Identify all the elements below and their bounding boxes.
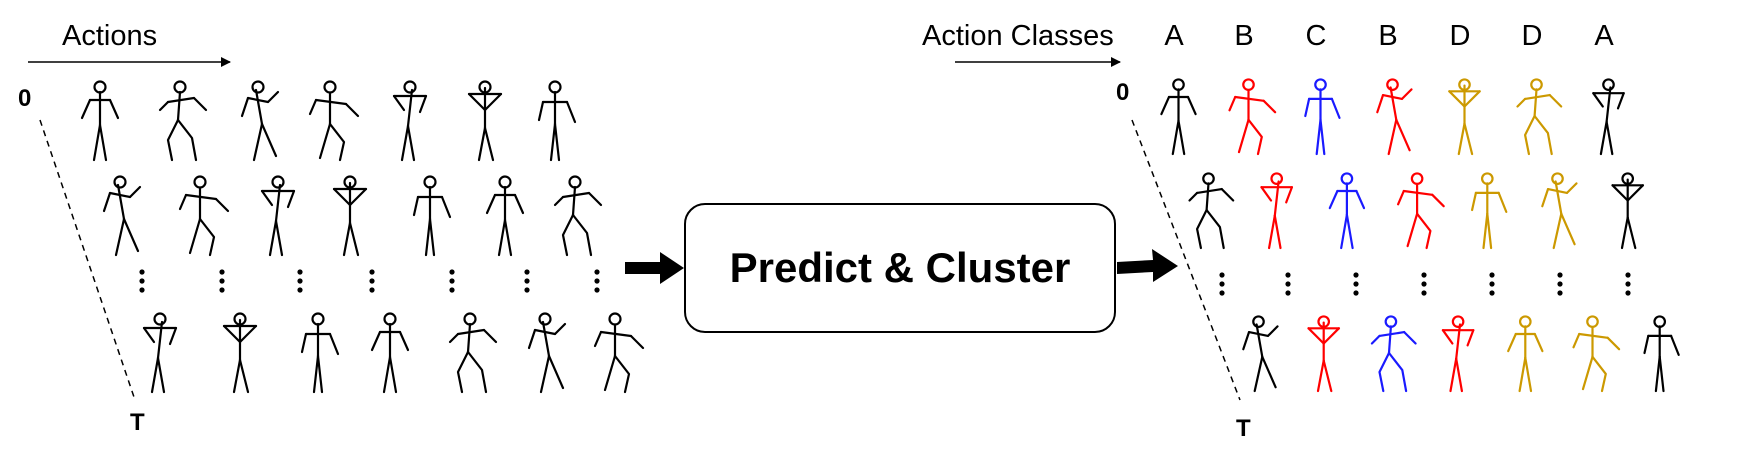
class-label: A <box>1594 20 1614 52</box>
skeleton-figure <box>240 80 280 162</box>
skeleton-figure <box>392 80 428 162</box>
skeleton-figure <box>1307 315 1340 393</box>
skeleton-figure <box>1471 172 1508 250</box>
left-panel: Actions 0 T <box>18 20 645 436</box>
ellipsis-dots <box>449 269 455 293</box>
skeleton-figure <box>1328 172 1366 250</box>
center-process: Predict & Cluster <box>625 203 1178 333</box>
action-classes-header: Action Classes <box>922 20 1114 52</box>
skeleton-figure <box>1611 172 1644 250</box>
skeleton-figure <box>222 312 258 394</box>
skeleton-figure <box>1643 315 1680 393</box>
class-label: B <box>1378 20 1397 52</box>
ellipsis-dots <box>524 269 530 293</box>
ellipsis-dots <box>1557 272 1563 296</box>
class-label: B <box>1234 20 1253 52</box>
ellipsis-dots <box>219 269 225 293</box>
skeleton-figure <box>527 312 567 394</box>
skeleton-figure <box>178 175 230 257</box>
skeleton-figure <box>1260 172 1293 250</box>
class-label: D <box>1450 20 1471 52</box>
input-arrow <box>625 252 684 284</box>
skeleton-figure <box>1160 78 1197 156</box>
predict-cluster-box <box>684 203 1116 333</box>
skeleton-figure <box>1370 315 1417 393</box>
skeleton-figure <box>1304 78 1341 156</box>
skeleton-figure <box>593 312 645 394</box>
skeleton-figure <box>1396 172 1445 250</box>
ellipsis-dots <box>1421 272 1427 296</box>
ellipsis-dots <box>1219 272 1225 296</box>
ellipsis-dots <box>1625 272 1631 296</box>
skeleton-figure <box>158 80 208 162</box>
skeleton-figure <box>1448 78 1481 156</box>
right-time-end-label: T <box>1236 415 1251 442</box>
right-time-axis <box>1131 119 1241 401</box>
skeleton-figure <box>448 312 498 394</box>
ellipsis-dots <box>1285 272 1291 296</box>
skeleton-figure <box>332 175 368 257</box>
right-panel: Action Classes A B C B D D A 0 T <box>922 20 1680 442</box>
skeleton-figure <box>537 80 577 162</box>
ellipsis-dots <box>1489 272 1495 296</box>
skeleton-figure <box>485 175 525 257</box>
class-label: C <box>1306 20 1327 52</box>
left-time-start-label: 0 <box>18 85 31 112</box>
skeleton-figure <box>300 312 340 394</box>
skeleton-figure <box>80 80 120 162</box>
skeleton-figure <box>308 80 360 162</box>
right-ellipsis-row <box>1219 272 1631 296</box>
right-time-start-label: 0 <box>1116 79 1129 106</box>
predict-cluster-label: Predict & Cluster <box>730 244 1071 291</box>
class-label: D <box>1522 20 1543 52</box>
skeleton-figure <box>370 312 410 394</box>
skeleton-figure <box>1376 78 1413 156</box>
output-arrow <box>1117 249 1178 282</box>
skeleton-figure <box>553 175 603 257</box>
skeleton-figure <box>467 80 503 162</box>
skeleton-figure <box>142 312 178 394</box>
skeleton-figure <box>1188 172 1235 250</box>
skeleton-figure <box>412 175 452 257</box>
ellipsis-dots <box>594 269 600 293</box>
class-label: A <box>1164 20 1184 52</box>
actions-header: Actions <box>62 20 157 52</box>
right-skeleton-grid <box>1160 78 1680 393</box>
skeleton-figure <box>1516 78 1563 156</box>
ellipsis-dots <box>369 269 375 293</box>
skeleton-figure <box>1592 78 1625 156</box>
skeleton-figure <box>1507 315 1544 393</box>
skeleton-figure <box>1441 315 1475 393</box>
left-time-axis <box>39 119 136 401</box>
skeleton-figure <box>102 175 142 257</box>
skeleton-figure <box>1228 78 1277 156</box>
left-ellipsis-row <box>139 269 600 293</box>
ellipsis-dots <box>297 269 303 293</box>
skeleton-figure <box>1541 172 1578 250</box>
skeleton-figure <box>1572 315 1621 393</box>
ellipsis-dots <box>1353 272 1359 296</box>
left-skeleton-grid <box>80 80 645 394</box>
ellipsis-dots <box>139 269 145 293</box>
skeleton-figure <box>1242 315 1279 393</box>
left-time-end-label: T <box>130 409 145 436</box>
skeleton-figure <box>260 175 296 257</box>
